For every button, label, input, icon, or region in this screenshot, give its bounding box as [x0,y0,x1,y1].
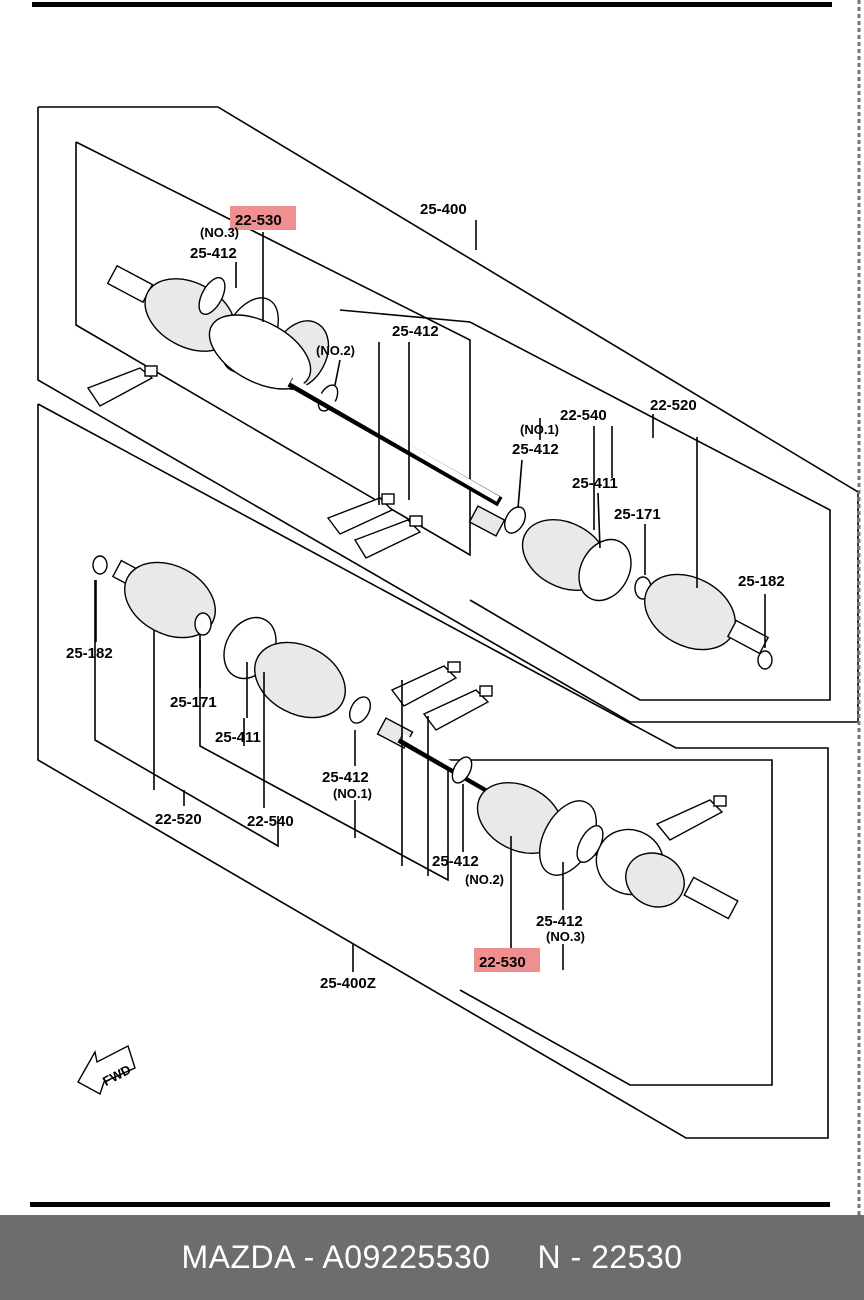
top-label-22530: 22-530 [235,212,282,229]
bottom-label-22520: 22-520 [155,811,202,828]
bottom-grease-tube-1 [390,661,461,707]
bottom-clamp-no3 [576,825,604,863]
top-grease-tube-2 [326,493,395,535]
top-border-bar [32,2,832,7]
bottom-label-22540: 22-540 [247,813,294,830]
top-label-25182: 25-182 [738,573,785,590]
fwd-arrow-icon: FWD [77,1044,136,1096]
perforated-edge [857,0,861,1215]
top-clamp-no1 [503,506,527,534]
bottom-inner-frame-2 [199,612,773,1086]
bottom-grease-tube-3 [655,795,727,841]
top-label-no2: (NO.2) [316,343,355,358]
top-label-25412c: 25-412 [512,441,559,458]
bottom-label-25171: 25-171 [170,694,217,711]
caption-text: MAZDA - A09225530 N - 22530 [181,1239,683,1275]
bottom-outer-cv-joint [476,782,739,920]
top-label-25412b: 25-412 [392,323,439,340]
top-inner-band [578,538,632,602]
bottom-inner-boot [254,641,346,719]
bottom-label-25182: 25-182 [66,645,113,662]
bottom-label-25400z: 25-400Z [320,975,376,992]
bottom-clamp-no1 [348,696,372,724]
top-label-no1: (NO.1) [520,422,559,437]
bottom-assembly: FWD 25-182 25-171 25-411 25-412 (NO.1) 2… [37,403,829,1139]
top-label-25412a: 25-412 [190,245,237,262]
caption-bar: MAZDA - A09225530 N - 22530 [0,1215,864,1300]
bottom-label-no1: (NO.1) [333,786,372,801]
top-highlight-box [230,206,296,230]
top-grease-tube-3 [353,515,423,559]
bottom-label-no3: (NO.3) [546,929,585,944]
bottom-label-25412b: 25-412 [432,853,479,870]
top-clamp-no3 [198,277,226,315]
top-label-25171: 25-171 [614,506,661,523]
bottom-label-25412c: 25-412 [536,913,583,930]
bottom-highlight-box [474,948,540,972]
bottom-snap-ring [194,612,212,636]
bottom-inner-cv-joint [92,555,216,639]
top-label-25411: 25-411 [572,475,618,492]
bottom-grease-tube-2 [422,685,493,731]
bottom-inner-frame [94,580,279,848]
top-spline [468,505,506,537]
parts-diagram: 22-530 (NO.3) 25-412 25-400 25-412 (NO.2… [30,2,859,1207]
top-inner-frame [75,141,471,557]
top-label-25400: 25-400 [420,201,467,218]
top-label-22540: 22-540 [560,407,607,424]
top-inner-cv-joint [644,573,773,670]
top-assembly: 22-530 (NO.3) 25-412 25-400 25-412 (NO.2… [37,106,859,723]
top-label-no3: (NO.3) [200,225,239,240]
top-inner-frame-2 [339,309,831,701]
bottom-label-22530: 22-530 [479,954,526,971]
top-label-22520: 22-520 [650,397,697,414]
bottom-label-25411: 25-411 [215,729,261,746]
bottom-label-no2: (NO.2) [465,872,504,887]
bottom-border-bar [30,1202,830,1207]
bottom-label-25412a: 25-412 [322,769,369,786]
top-grease-tube-1 [86,365,158,407]
bottom-clamp-no2 [451,756,473,784]
bottom-outer-frame [37,403,829,1139]
